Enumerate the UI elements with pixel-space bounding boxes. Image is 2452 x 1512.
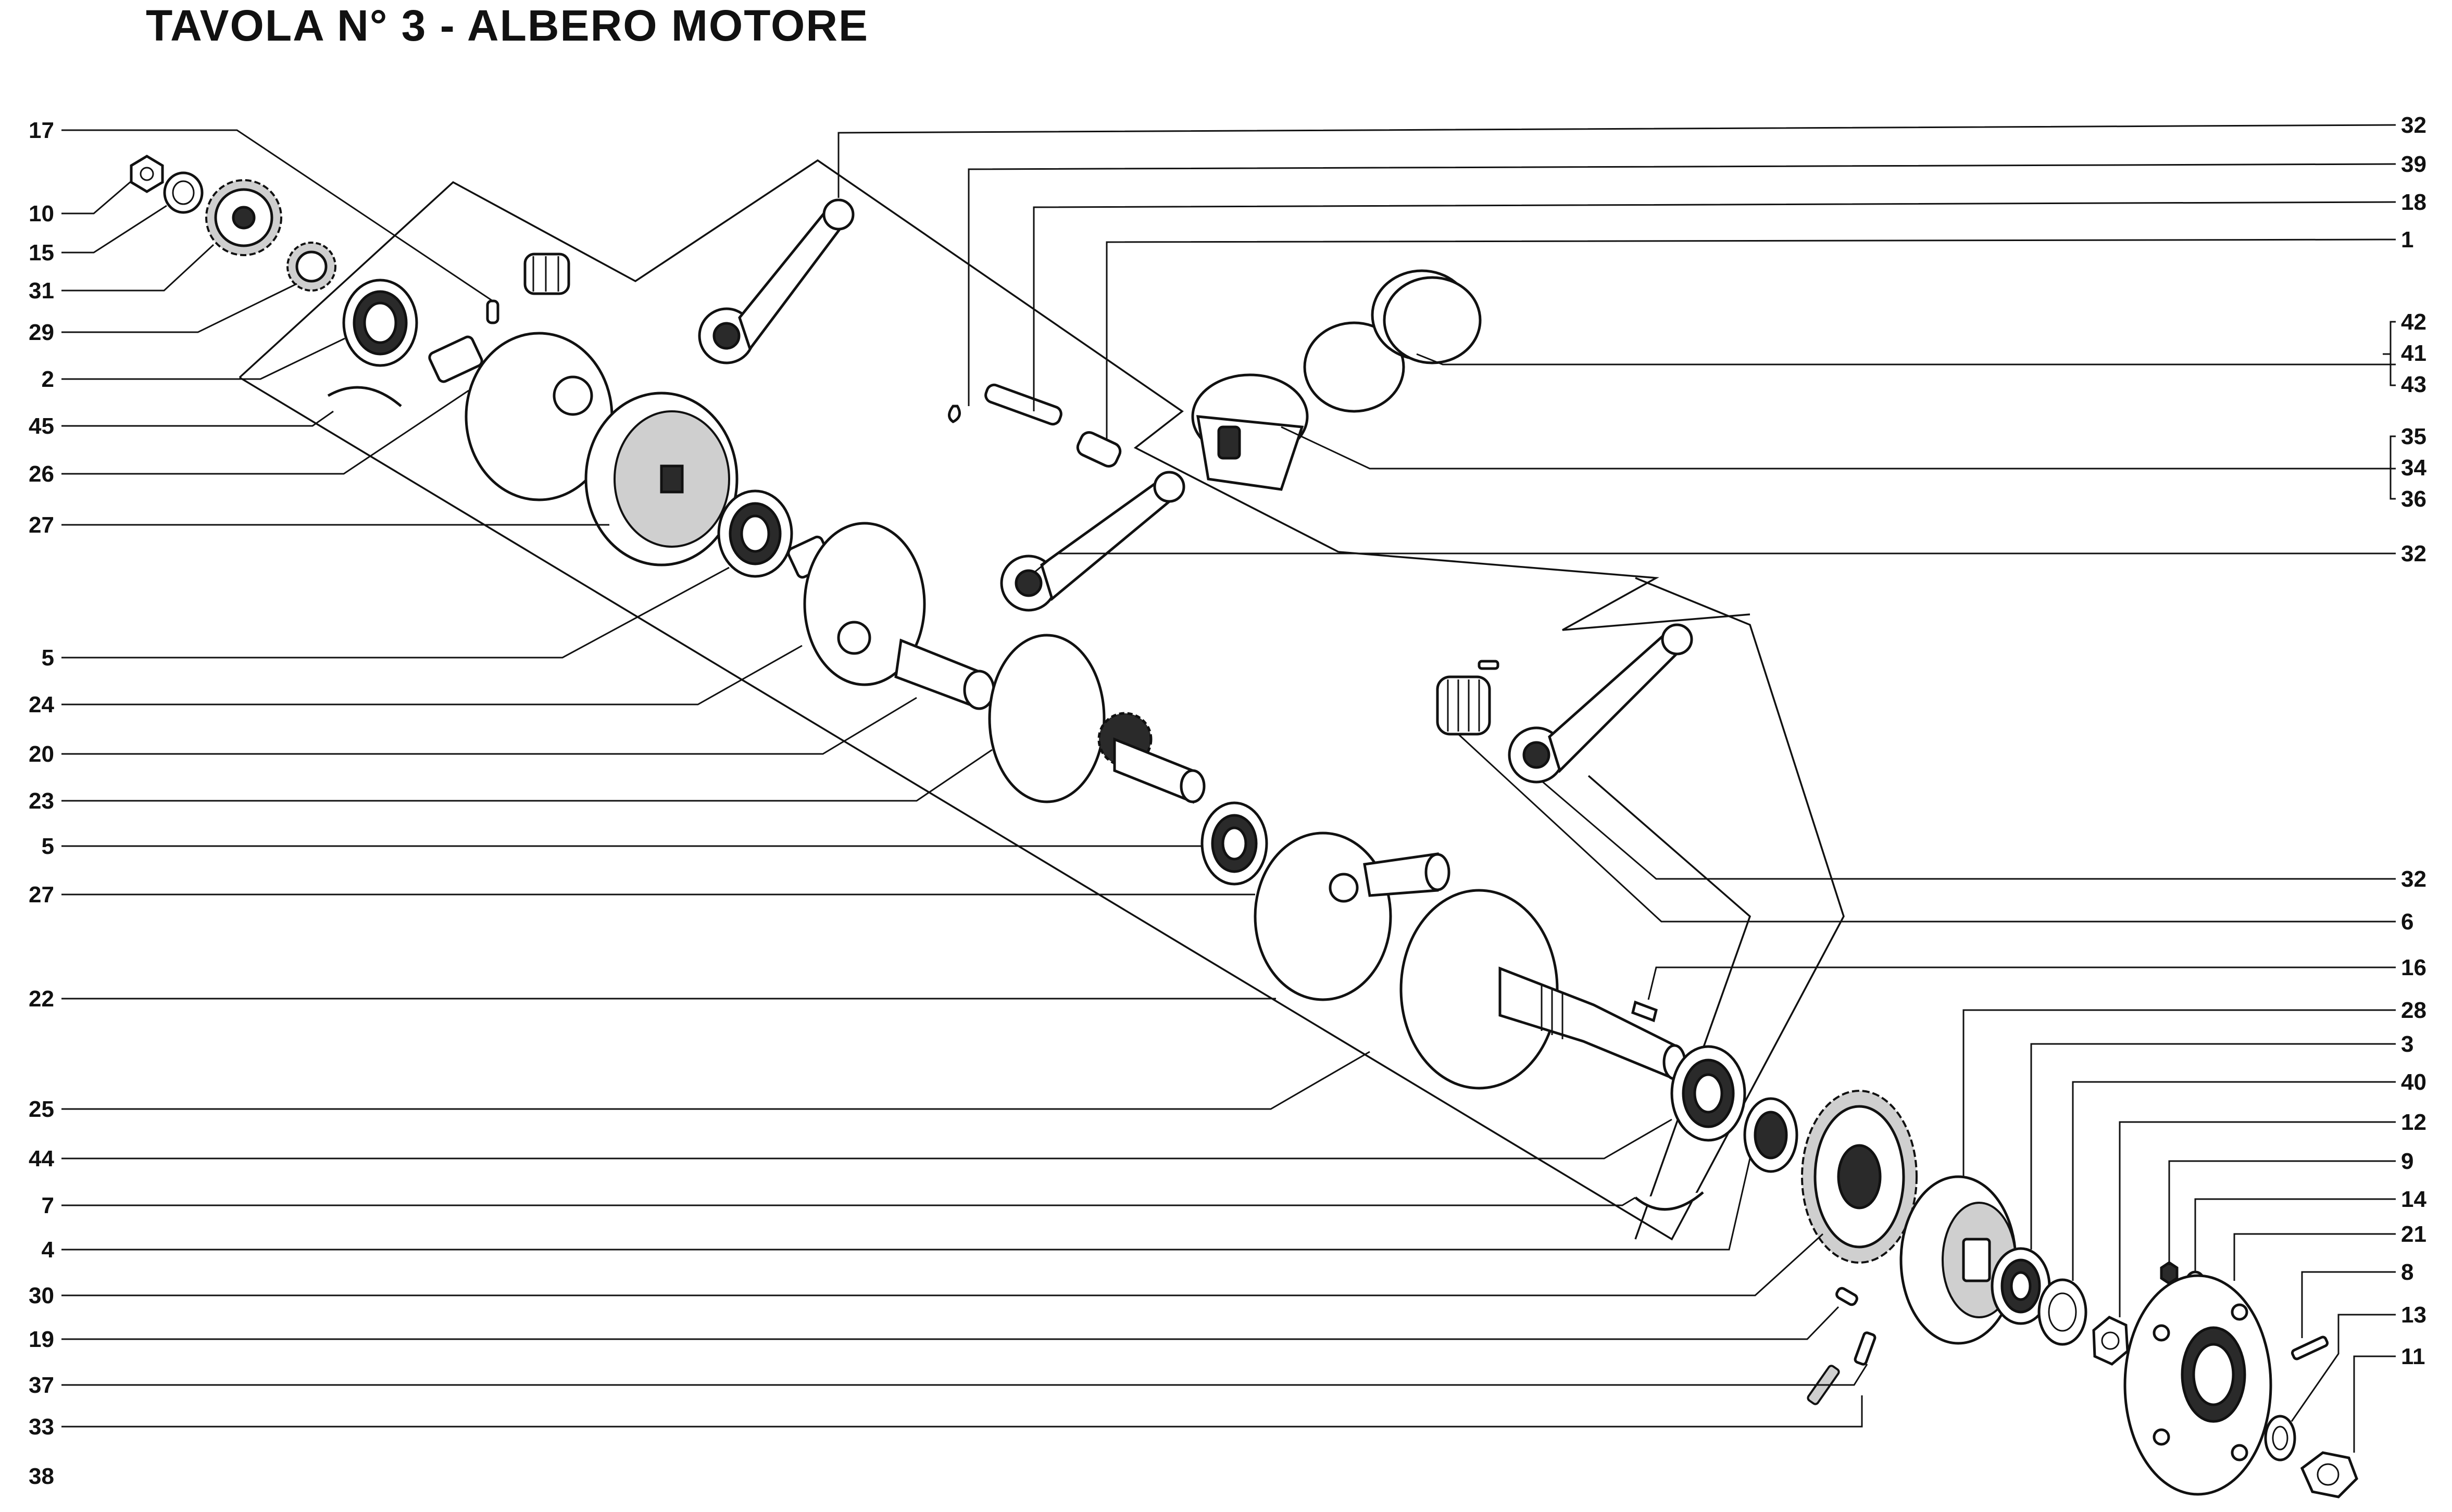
label-5b: 5 — [42, 834, 54, 859]
bearing-44 — [1670, 1045, 1746, 1142]
label-5a: 5 — [42, 645, 54, 671]
label-43: 43 — [2401, 372, 2426, 397]
label-4: 4 — [42, 1237, 55, 1263]
label-45: 45 — [29, 413, 54, 439]
leader-lines — [61, 124, 2396, 1453]
crank-web-24 — [787, 522, 995, 710]
gudgeon-pin-18 — [984, 383, 1062, 426]
label-28: 28 — [2401, 998, 2426, 1023]
label-41: 41 — [2401, 341, 2426, 366]
label-6: 6 — [2401, 909, 2413, 935]
label-34: 34 — [2401, 455, 2426, 481]
nut-10 — [130, 155, 164, 193]
pin-17 — [486, 299, 499, 324]
group-brackets — [239, 159, 1845, 1241]
label-32b: 32 — [2401, 541, 2426, 566]
label-38: 38 — [29, 1464, 54, 1489]
gear-31 — [205, 179, 282, 256]
label-8: 8 — [2401, 1259, 2413, 1285]
nut-12 — [2092, 1316, 2129, 1366]
label-11: 11 — [2401, 1344, 2425, 1369]
bearing-5-lower — [1200, 801, 1268, 886]
label-26: 26 — [29, 461, 54, 487]
washer-15 — [163, 171, 204, 214]
piston-rings — [1303, 269, 1482, 413]
label-36: 36 — [2401, 486, 2426, 512]
label-31: 31 — [29, 278, 54, 304]
flywheel-27-upper — [584, 392, 739, 566]
label-20: 20 — [29, 741, 54, 767]
label-30: 30 — [29, 1283, 54, 1308]
conrod-32-b — [1000, 471, 1185, 612]
screw-8 — [2291, 1335, 2329, 1360]
label-12: 12 — [2401, 1110, 2426, 1135]
parts-drawing — [130, 155, 2358, 1498]
label-17: 17 — [29, 118, 54, 143]
bush-1 — [1076, 431, 1122, 468]
gear-30 — [1801, 1090, 1918, 1264]
label-22: 22 — [29, 986, 54, 1012]
seal-4 — [1743, 1097, 1798, 1173]
nut-11 — [2300, 1451, 2358, 1498]
label-3: 3 — [2401, 1031, 2413, 1057]
washer-13 — [2264, 1415, 2296, 1461]
label-10: 10 — [29, 201, 54, 226]
label-44: 44 — [29, 1146, 54, 1171]
label-27b: 27 — [29, 882, 54, 908]
gear-29 — [286, 242, 336, 292]
diagram-title: TAVOLA N° 3 - ALBERO MOTORE — [146, 1, 869, 50]
bearing-2 — [342, 279, 418, 367]
label-42: 42 — [2401, 309, 2426, 335]
label-2: 2 — [42, 367, 54, 392]
label-32a: 32 — [2401, 112, 2426, 138]
left-labels: 17 10 15 31 29 2 45 26 27 5 24 20 23 5 2… — [29, 118, 54, 1489]
label-7: 7 — [42, 1193, 54, 1218]
washer-40 — [2037, 1278, 2087, 1346]
label-40: 40 — [2401, 1069, 2426, 1095]
piston-35 — [1191, 373, 1309, 491]
conrod-32-a — [698, 198, 855, 364]
stud-37 — [1854, 1331, 1876, 1366]
label-1: 1 — [2401, 227, 2413, 253]
label-14: 14 — [2401, 1187, 2426, 1212]
needle-bearing-6 — [1436, 660, 1499, 736]
drum-28 — [1899, 1175, 2017, 1345]
label-23: 23 — [29, 788, 54, 814]
label-35: 35 — [2401, 424, 2426, 449]
label-32c: 32 — [2401, 866, 2426, 892]
label-19: 19 — [29, 1327, 54, 1352]
conrod-32-c — [1508, 623, 1693, 784]
label-16: 16 — [2401, 955, 2426, 980]
label-24: 24 — [29, 692, 54, 717]
label-33: 33 — [29, 1414, 54, 1440]
label-37: 37 — [29, 1372, 54, 1398]
needle-cage-upper — [523, 253, 570, 295]
label-27a: 27 — [29, 512, 54, 538]
plate-21 — [2123, 1274, 2272, 1496]
circlip-45 — [327, 386, 402, 407]
label-29: 29 — [29, 320, 54, 345]
label-15: 15 — [29, 240, 54, 266]
pin-19 — [1835, 1287, 1858, 1306]
crank-half-26 — [428, 332, 614, 501]
flywheel-27-lower — [1254, 831, 1450, 1001]
label-39: 39 — [2401, 152, 2426, 177]
circlip-7 — [1634, 1191, 1704, 1211]
crank-web-23 — [988, 634, 1206, 804]
label-21: 21 — [2401, 1221, 2426, 1247]
key-16 — [1631, 1000, 1658, 1023]
right-labels: 32 39 18 1 42 41 43 35 34 36 32 32 6 16 … — [2401, 112, 2426, 1369]
bearing-5-upper — [717, 489, 793, 578]
label-9: 9 — [2401, 1149, 2413, 1174]
main-shaft-22 — [1399, 889, 1686, 1090]
clip-39 — [948, 405, 961, 423]
label-18: 18 — [2401, 190, 2426, 215]
label-25: 25 — [29, 1097, 54, 1122]
label-13: 13 — [2401, 1302, 2426, 1328]
